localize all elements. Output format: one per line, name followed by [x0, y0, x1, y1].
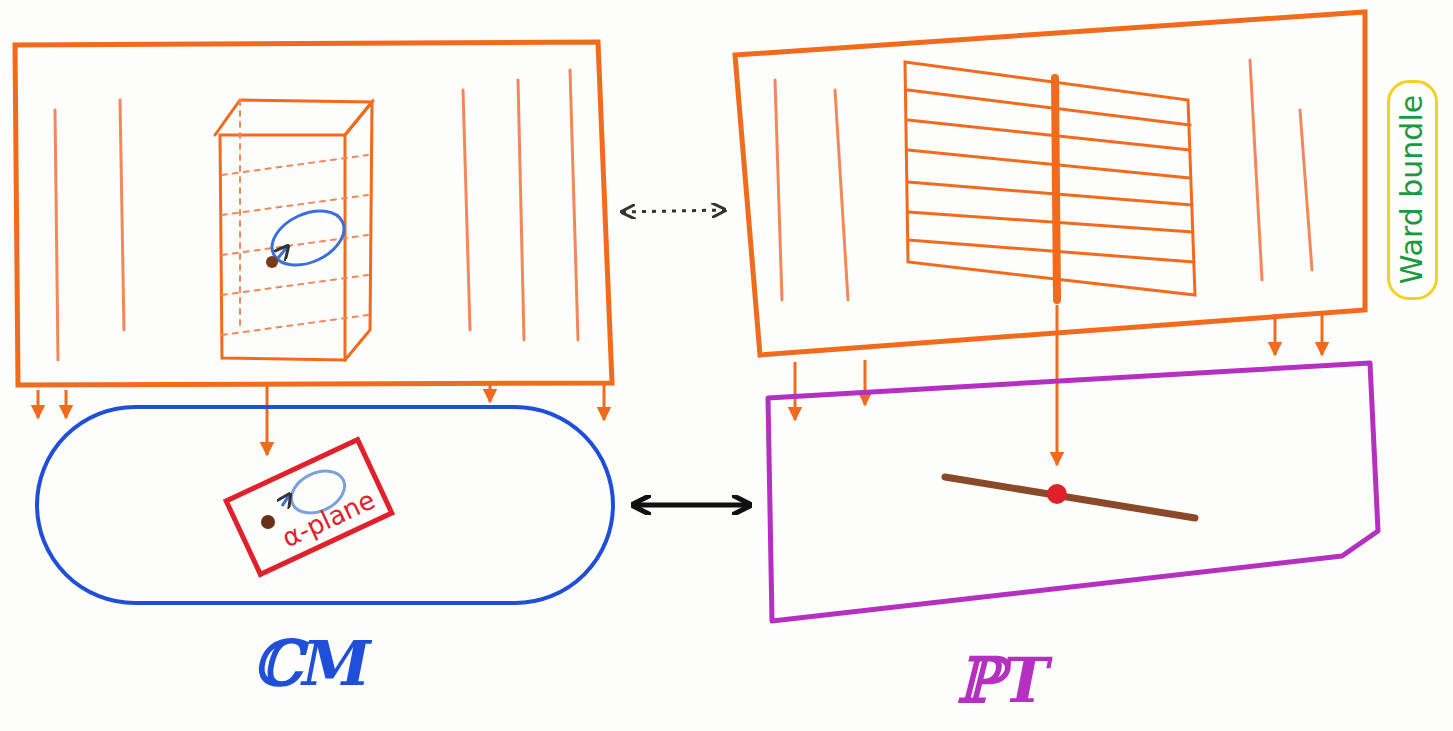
- bundle-box-right: [735, 12, 1365, 355]
- loop-arrow: [282, 494, 290, 506]
- point: [266, 256, 278, 268]
- region-oval: ℂMα-plane: [35, 405, 615, 605]
- twistor-point: [1047, 484, 1067, 504]
- twistor-space-box: ℙT: [760, 358, 1382, 626]
- twistor-line: [945, 477, 1195, 518]
- label-tag: Ward bundle: [1387, 80, 1438, 299]
- loop-arrow: [278, 246, 288, 258]
- correspondence-arrow: [633, 503, 750, 508]
- box-outline: [760, 358, 1382, 626]
- projection-arrows-left: [38, 385, 604, 455]
- alpha-plane-box: α-plane: [223, 436, 395, 577]
- loop: [263, 200, 352, 276]
- space-label: ℂM: [253, 627, 371, 700]
- bundle-box-left: [15, 42, 612, 385]
- dotted-correspondence-arrow: [622, 210, 725, 212]
- point: [261, 515, 275, 529]
- projection-arrows-right: [795, 305, 1322, 465]
- bundle-label: Ward bundle: [1395, 95, 1430, 284]
- space-label: ℙT: [956, 644, 1049, 717]
- plane-label: α-plane: [277, 484, 379, 553]
